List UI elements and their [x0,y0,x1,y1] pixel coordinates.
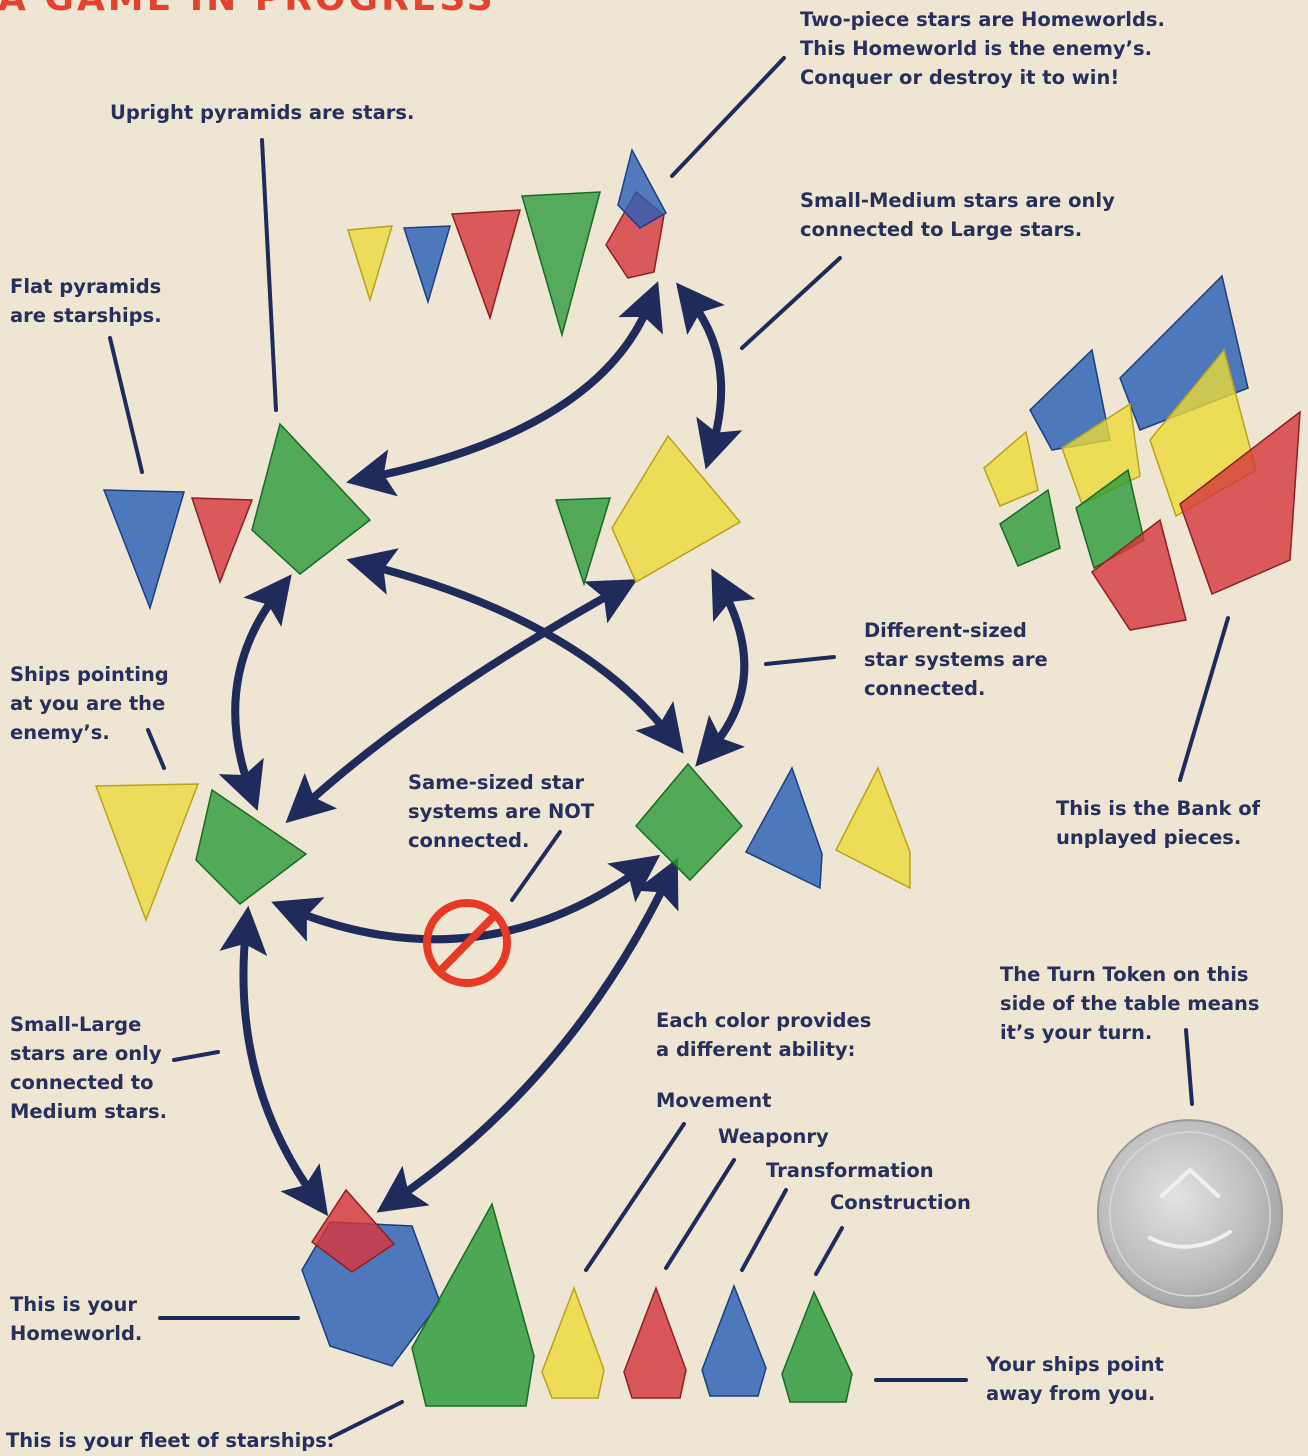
mid-right-star-system [634,762,911,890]
connection-arrows [218,281,756,1217]
right-star-system [554,434,742,587]
mid-left-star-system [94,783,308,923]
arrow-mid-right-to-your-homeworld [376,857,679,1213]
arrow-left-system-to-mid-left [218,574,292,812]
label-small-large-stars: Small-Large stars are only connected to … [10,1013,167,1123]
yellow-small-piece [347,225,394,303]
label-each-color: Each color provides a different ability: [656,1009,872,1061]
label-weaponry: Weaponry [718,1125,829,1148]
red-homeworld-top [310,1188,396,1273]
blue-homeworld-top [617,147,668,229]
green-small-ship [781,1290,853,1403]
green-large-star [251,422,372,575]
green-large-piece [521,191,601,338]
green-large-ship [411,1202,535,1407]
bank-of-pieces [983,274,1301,631]
label-transformation: Transformation [766,1159,934,1182]
not-connected-icon [423,899,511,987]
arrow-top-homeworld-to-left-system [346,281,664,497]
page-heading: A GAME IN PROGRESS [0,0,496,19]
turn-token [1096,1119,1284,1309]
red-medium-piece [450,209,522,321]
arrow-right-system-to-mid-left [285,579,638,824]
label-construction: Construction [830,1191,971,1214]
green-medium-star [634,762,744,882]
label-your-fleet: This is your fleet of starships. [6,1429,335,1452]
label-flat-pyramids: Flat pyramids are starships. [10,275,162,327]
yellow-large-ship [94,783,200,923]
label-upright-pyramids: Upright pyramids are stars. [110,101,415,124]
left-star-system [102,422,372,611]
leader-lines [108,56,1230,1440]
enemy-homeworld-system [347,147,668,338]
your-fleet [411,1202,853,1407]
arrow-top-homeworld-to-right-system [676,282,743,470]
label-turn-token: The Turn Token on this side of the table… [1000,963,1260,1044]
label-different-sized: Different-sized star systems are connect… [864,619,1048,700]
red-medium-ship [190,497,254,585]
yellow-medium-ship [834,766,911,890]
yellow-large-star [611,434,742,584]
label-bank: This is the Bank of unplayed pieces. [1056,797,1261,849]
green-small-ship [554,497,612,587]
green-medium-star [195,788,308,905]
blue-small-piece [402,225,452,305]
label-same-sized: Same-sized star systems are NOT connecte… [408,771,595,852]
yellow-small-ship [541,1285,605,1399]
arrow-mid-left-to-your-homeworld [219,905,329,1217]
label-ships-pointing: Ships pointing at you are the enemy’s. [10,663,169,744]
blue-large-ship [102,489,185,611]
label-small-medium-stars: Small-Medium stars are only connected to… [800,189,1115,241]
blue-medium-ship [744,766,823,890]
arrow-right-system-to-mid-right [695,568,756,767]
label-movement: Movement [656,1089,772,1112]
label-enemy-homeworld: Two-piece stars are Homeworlds. This Hom… [800,8,1165,89]
label-ships-point-away: Your ships point away from you. [986,1353,1164,1405]
your-homeworld [301,1188,441,1367]
blue-small-ship [701,1283,767,1397]
label-your-homeworld: This is your Homeworld. [10,1293,143,1345]
red-small-ship [623,1285,687,1399]
